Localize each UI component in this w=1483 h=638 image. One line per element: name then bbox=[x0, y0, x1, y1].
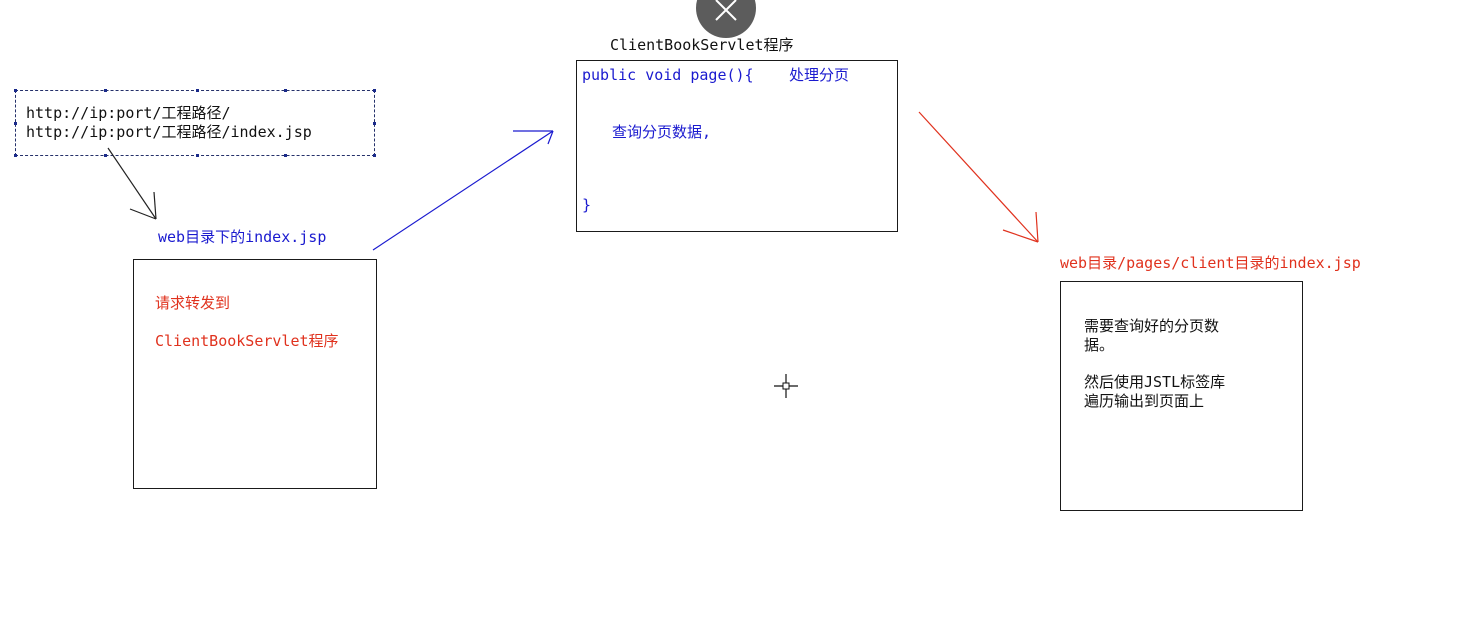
resize-handle[interactable] bbox=[196, 89, 199, 92]
url-line-1: http://ip:port/工程路径/ bbox=[26, 104, 231, 122]
resize-handle[interactable] bbox=[284, 154, 287, 157]
close-button[interactable] bbox=[696, 0, 756, 38]
resize-handle[interactable] bbox=[104, 154, 107, 157]
resize-handle[interactable] bbox=[14, 154, 17, 157]
url-line-2: http://ip:port/工程路径/index.jsp bbox=[26, 123, 312, 141]
right-page-text-4: 遍历输出到页面上 bbox=[1084, 392, 1205, 410]
servlet-comment: 处理分页 bbox=[789, 66, 850, 84]
arrow-servlet-to-client-index bbox=[918, 111, 1039, 243]
left-page-title: web目录下的index.jsp bbox=[158, 228, 327, 246]
right-page-text-2: 据。 bbox=[1084, 336, 1115, 354]
right-page-title: web目录/pages/client目录的index.jsp bbox=[1060, 254, 1361, 272]
resize-handle[interactable] bbox=[14, 89, 17, 92]
left-page-text-servlet: ClientBookServlet程序 bbox=[155, 332, 339, 350]
right-page-text-1: 需要查询好的分页数 bbox=[1084, 317, 1220, 335]
servlet-title: ClientBookServlet程序 bbox=[610, 36, 794, 54]
servlet-code-signature: public void page(){ bbox=[582, 66, 754, 84]
resize-handle[interactable] bbox=[104, 89, 107, 92]
resize-handle[interactable] bbox=[373, 122, 376, 125]
resize-handle[interactable] bbox=[284, 89, 287, 92]
servlet-code-close-brace: } bbox=[582, 196, 592, 214]
servlet-code-query: 查询分页数据, bbox=[612, 123, 712, 141]
left-page-text-forward: 请求转发到 bbox=[155, 294, 231, 312]
resize-handle[interactable] bbox=[196, 154, 199, 157]
arrow-url-to-index bbox=[107, 147, 157, 220]
resize-handle[interactable] bbox=[373, 154, 376, 157]
servlet-box bbox=[576, 60, 898, 232]
right-page-box bbox=[1060, 281, 1303, 511]
url-selection-frame[interactable] bbox=[14, 89, 376, 157]
arrow-index-to-servlet bbox=[372, 130, 554, 251]
resize-handle[interactable] bbox=[373, 89, 376, 92]
close-icon bbox=[715, 0, 737, 21]
resize-handle[interactable] bbox=[14, 122, 17, 125]
left-page-box bbox=[133, 259, 377, 489]
crosshair-cursor-icon bbox=[774, 374, 798, 398]
right-page-text-3: 然后使用JSTL标签库 bbox=[1084, 373, 1226, 391]
